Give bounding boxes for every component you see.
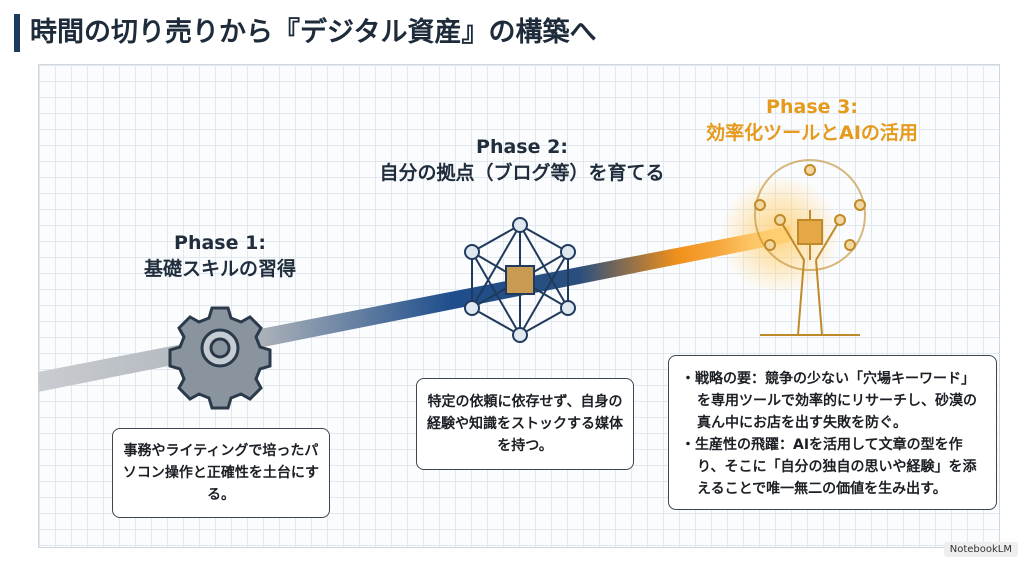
title-accent-bar [14,14,20,52]
phase-3-label: Phase 3: 効率化ツールとAIの活用 [706,94,918,146]
gear-icon [168,306,272,410]
digital-tree-icon [754,159,866,336]
phase-2-number: Phase 2: [476,136,568,158]
phase-2-description: 特定の依頼に依存せず、自身の経験や知識をストックする媒体を持つ。 [427,394,623,454]
phase-3-number: Phase 3: [766,96,858,118]
phase-2-description-box: 特定の依頼に依存せず、自身の経験や知識をストックする媒体を持つ。 [416,378,634,470]
phase-3-bullet: ・戦略の要：競争の少ない「穴場キーワード」を専用ツールで効率的にリサーチし、砂漠… [681,371,977,431]
network-cube-icon [464,217,576,343]
phase-1-description: 事務やライティングで培ったパソコン操作と正確性を土台にする。 [122,443,320,503]
phase-1-label: Phase 1: 基礎スキルの習得 [144,230,296,282]
phase-3-description-box: ・戦略の要：競争の少ない「穴場キーワード」を専用ツールで効率的にリサーチし、砂漠… [668,355,997,510]
phase-2-subtitle: 自分の拠点（ブログ等）を育てる [379,162,665,184]
page-title: 時間の切り売りから『デジタル資産』の構築へ [30,17,597,48]
phase-1-description-box: 事務やライティングで培ったパソコン操作と正確性を土台にする。 [112,428,330,518]
phase-2-label: Phase 2: 自分の拠点（ブログ等）を育てる [379,134,664,186]
phase-1-subtitle: 基礎スキルの習得 [143,258,297,280]
phase-3-subtitle: 効率化ツールとAIの活用 [706,122,918,144]
glow [720,175,840,295]
phase-3-bullet: ・生産性の飛躍：AIを活用して文章の型を作り、そこに「自分の独自の思いや経験」を… [681,437,977,497]
notebooklm-watermark: NotebookLM [943,542,1018,557]
phase-1-number: Phase 1: [174,232,266,254]
